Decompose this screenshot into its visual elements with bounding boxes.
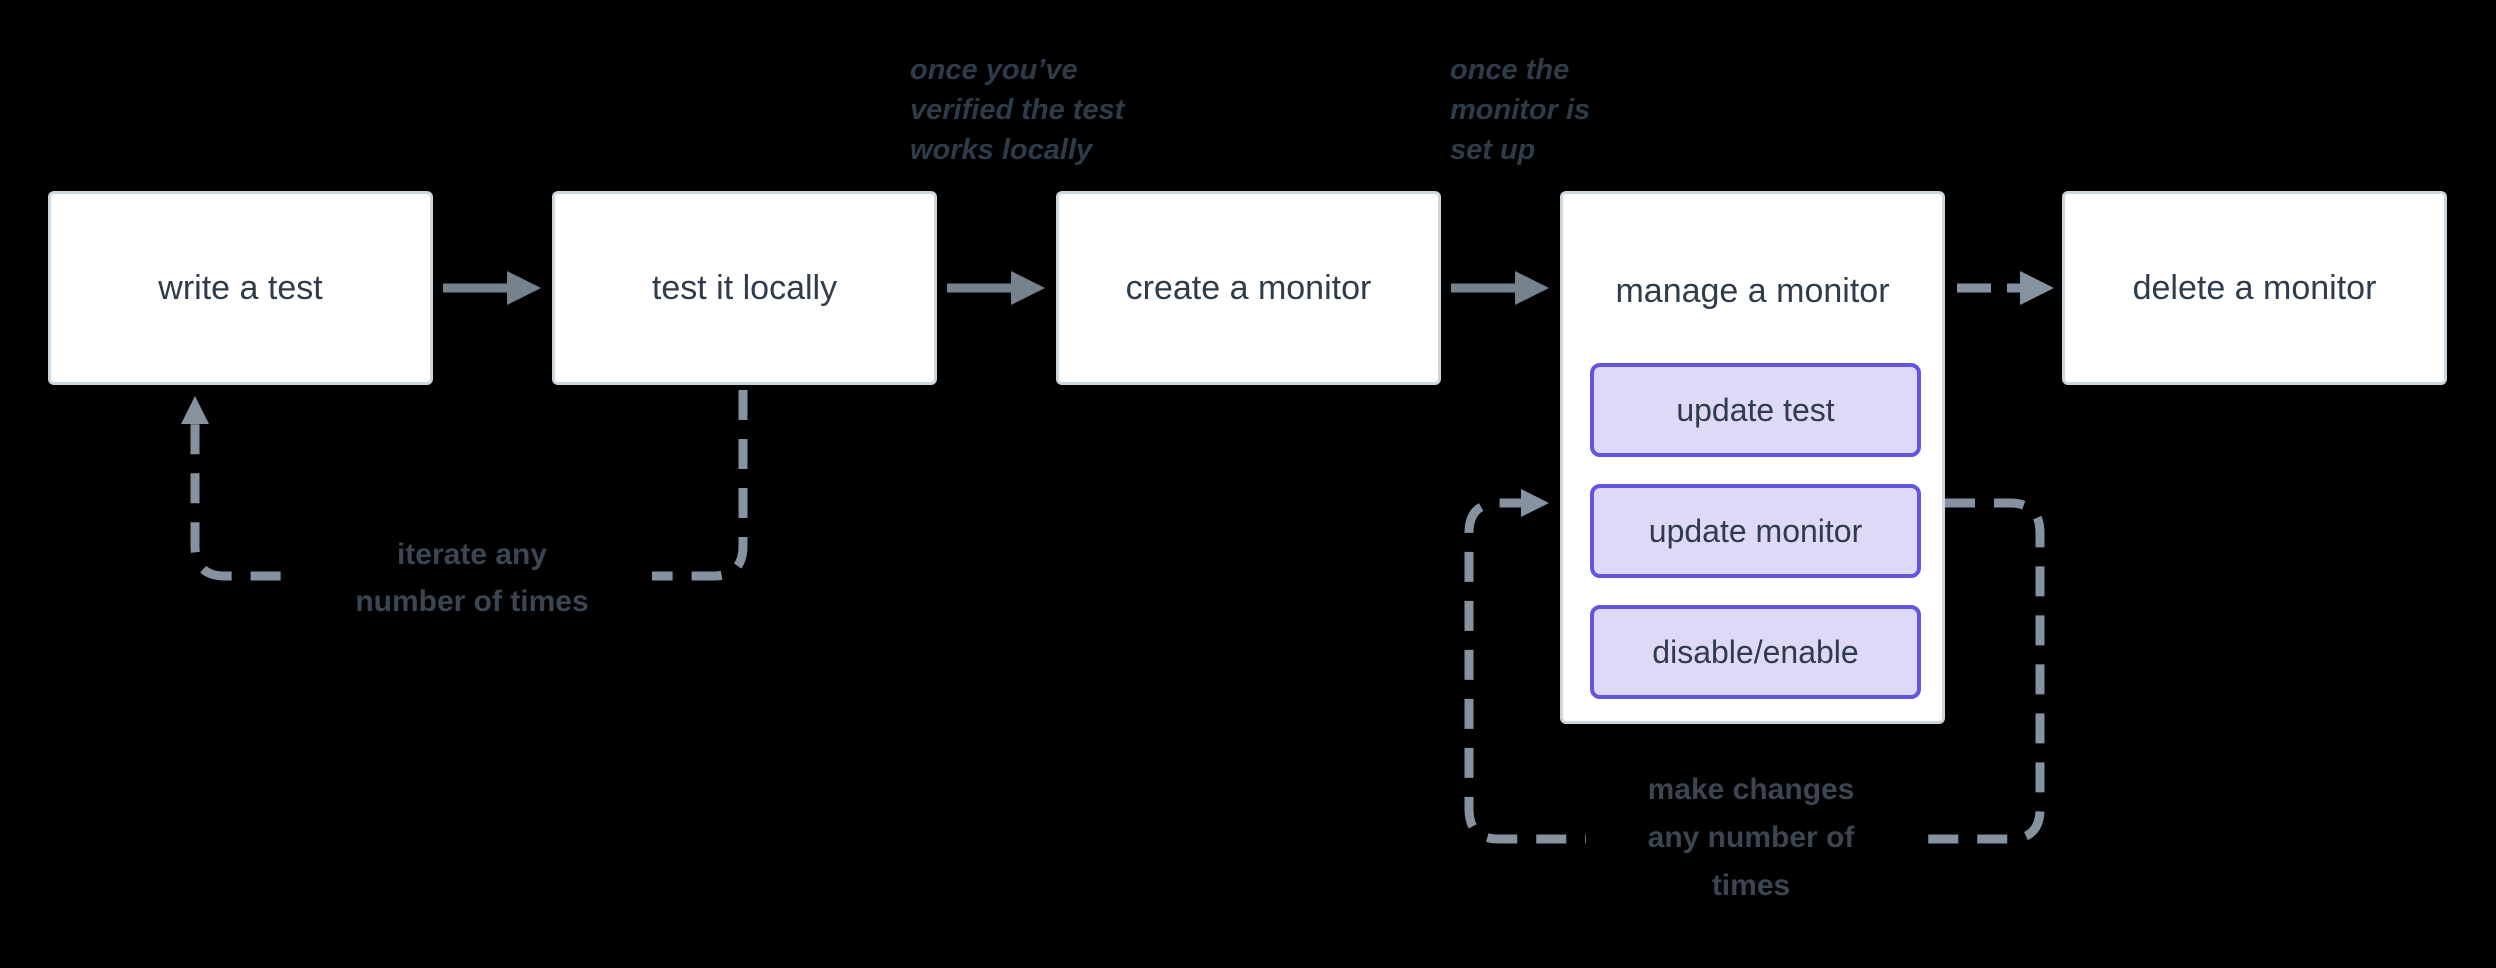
node-label: write a test xyxy=(158,268,323,307)
loop-label-line: times xyxy=(1711,869,1791,902)
subnode-update-monitor: update monitor xyxy=(1590,484,1921,578)
loop-label-line: make changes xyxy=(1647,773,1855,806)
loop-label-line: number of times xyxy=(355,585,589,618)
subnode-label: disable/enable xyxy=(1652,633,1859,670)
arrowhead-manage-to-delete xyxy=(2020,271,2054,305)
annotation-line: verified the test xyxy=(910,94,1125,126)
arrowhead-write-to-test xyxy=(507,271,541,305)
loop-label-iterate: iterate any number of times xyxy=(292,531,652,625)
loop-label-make-changes: make changes any number of times xyxy=(1586,766,1916,910)
node-manage-a-monitor: manage a monitor update test update moni… xyxy=(1560,191,1945,724)
arrowhead-create-to-manage xyxy=(1515,271,1549,305)
arrowhead-test-to-create xyxy=(1011,271,1045,305)
node-delete-a-monitor: delete a monitor xyxy=(2062,191,2447,385)
annotation-line: monitor is xyxy=(1450,94,1591,126)
node-create-a-monitor: create a monitor xyxy=(1056,191,1441,385)
subnode-label: update test xyxy=(1676,391,1835,428)
arrowhead-make-changes-loop xyxy=(1521,489,1549,517)
annotation-line: once the xyxy=(1450,54,1570,86)
subnode-update-test: update test xyxy=(1590,363,1921,457)
annotation-line: works locally xyxy=(910,134,1093,166)
annotation-monitor-set-up: once the monitor is set up xyxy=(1450,50,1590,170)
node-label: create a monitor xyxy=(1125,268,1372,307)
subnode-label: update monitor xyxy=(1648,512,1863,549)
node-label: manage a monitor xyxy=(1615,271,1890,310)
node-write-a-test: write a test xyxy=(48,191,433,385)
node-label: delete a monitor xyxy=(2132,268,2377,307)
loop-label-line: iterate any xyxy=(396,538,548,571)
annotation-verified-locally: once you’ve verified the test works loca… xyxy=(910,50,1124,170)
subnode-disable-enable: disable/enable xyxy=(1590,605,1921,699)
annotation-line: once you’ve xyxy=(910,54,1078,86)
node-test-it-locally: test it locally xyxy=(552,191,937,385)
node-label: test it locally xyxy=(651,268,838,307)
arrowhead-iterate-loop xyxy=(181,396,209,424)
annotation-line: set up xyxy=(1450,134,1536,166)
loop-label-line: any number of xyxy=(1647,821,1855,854)
